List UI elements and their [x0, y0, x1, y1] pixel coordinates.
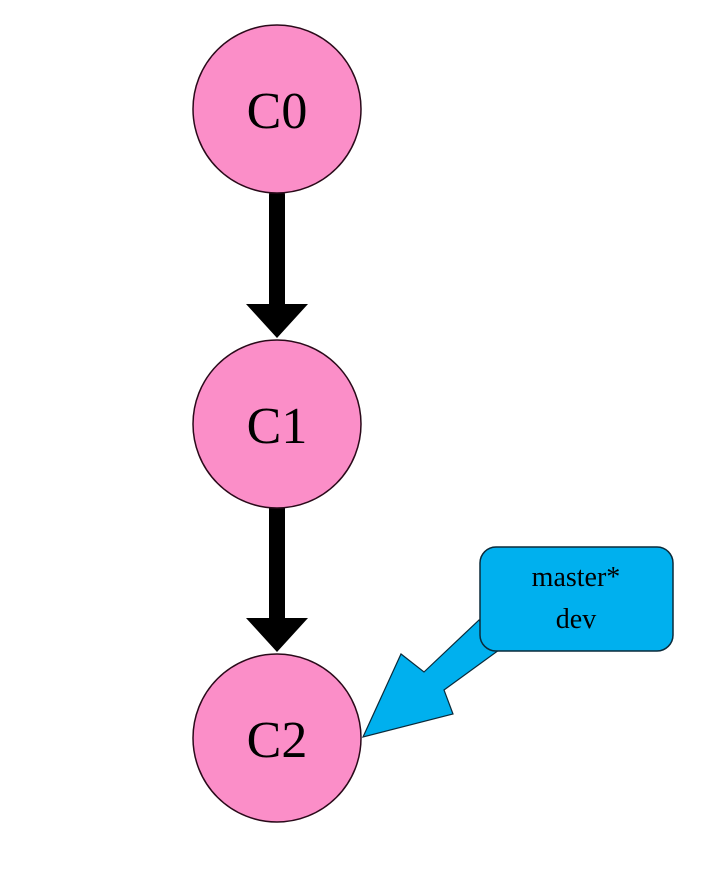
ref-dev-label: dev: [556, 604, 596, 635]
commit-label-c2: C2: [247, 712, 308, 769]
ref-pointer-arrow: [361, 619, 500, 738]
commit-node-c0[interactable]: C0: [192, 24, 362, 194]
ref-label-box[interactable]: master* dev: [479, 546, 674, 652]
edge-c1-c2: [246, 500, 308, 652]
commit-label-c1: C1: [247, 398, 308, 455]
ref-master-label: master*: [532, 562, 621, 593]
commit-node-c2[interactable]: C2: [192, 653, 362, 823]
commit-node-c1[interactable]: C1: [192, 339, 362, 509]
edge-c0-c1: [246, 187, 308, 338]
commit-label-c0: C0: [247, 83, 308, 140]
